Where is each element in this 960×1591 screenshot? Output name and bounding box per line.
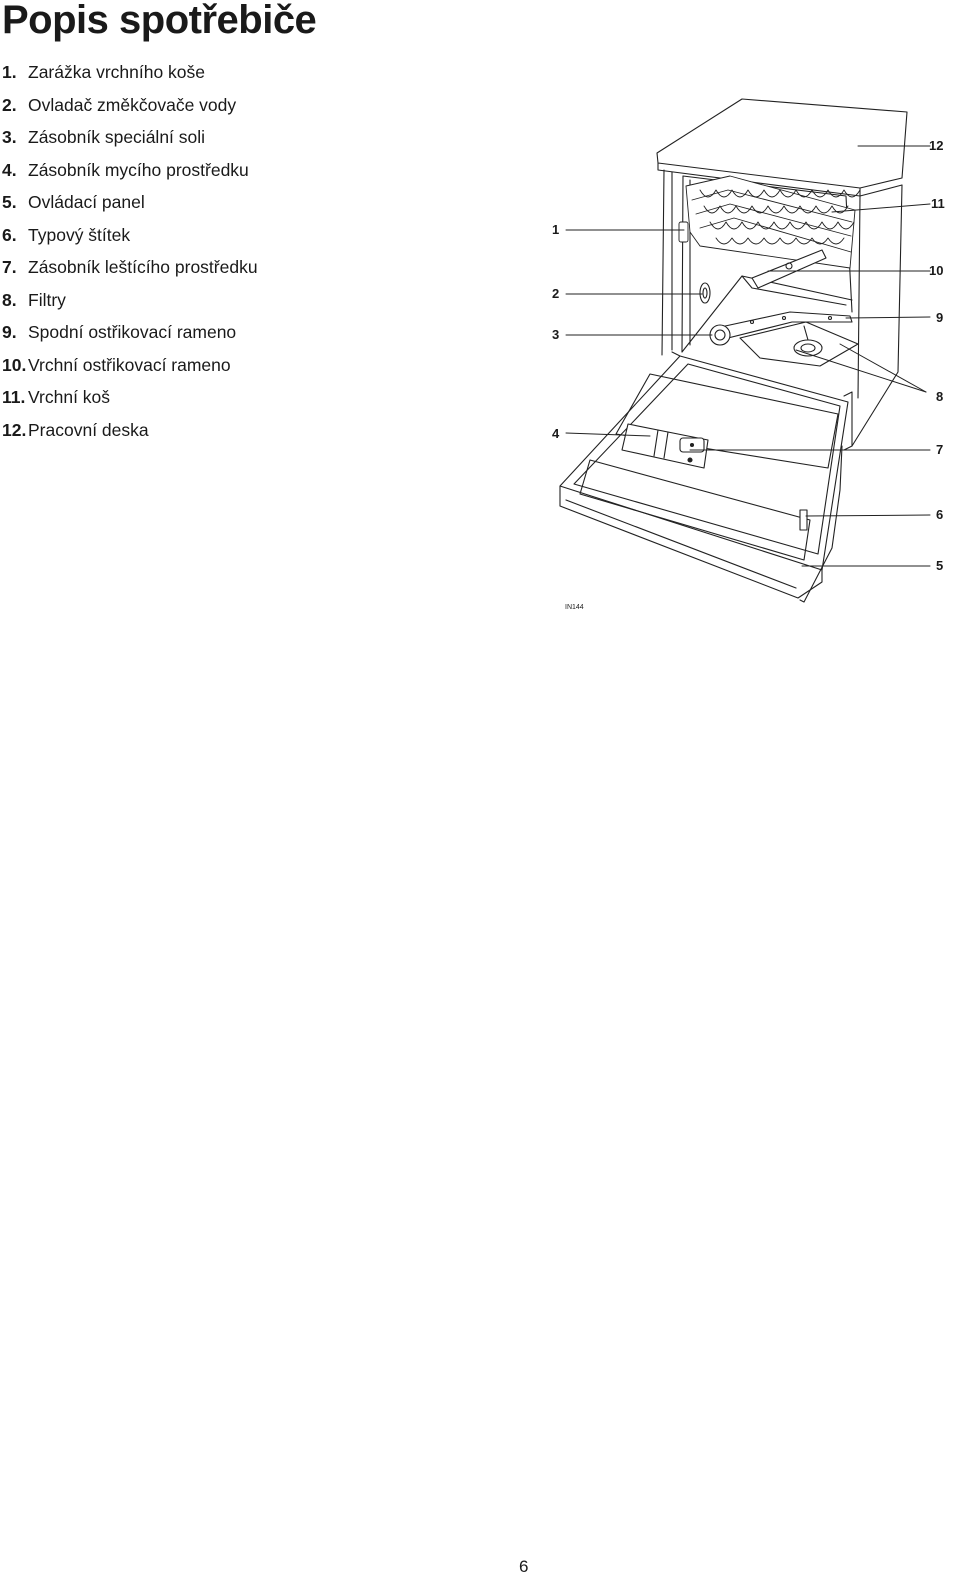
item-label: Vrchní koš xyxy=(28,387,111,407)
list-item: 10.Vrchní ostřikovací rameno xyxy=(2,349,258,382)
item-number: 7. xyxy=(2,257,17,277)
callout-2: 2 xyxy=(552,286,560,301)
item-label: Zásobník leštícího prostředku xyxy=(28,257,258,277)
item-number: 11. xyxy=(2,387,26,407)
list-item: 11.Vrchní koš xyxy=(2,381,258,414)
callout-3: 3 xyxy=(552,327,560,342)
item-label: Zásobník speciální soli xyxy=(28,127,206,147)
lower-spray-arm xyxy=(709,311,853,346)
callout-11: 11 xyxy=(931,196,945,211)
figure-code: IN144 xyxy=(565,604,584,611)
list-item: 8. Filtry xyxy=(2,284,258,317)
page-title: Popis spotřebiče xyxy=(2,0,317,42)
cabinet xyxy=(661,169,903,447)
list-item: 5. Ovládací panel xyxy=(2,186,258,219)
item-number: 3. xyxy=(2,127,17,147)
upper-spray-arm xyxy=(751,249,827,289)
filters xyxy=(739,321,859,367)
page-number: 6 xyxy=(519,1557,529,1576)
item-label: Typový štítek xyxy=(28,224,131,245)
list-item: 3. Zásobník speciální soli xyxy=(2,121,258,154)
list-item: 6. Typový štítek xyxy=(2,219,258,252)
list-item: 12.Pracovní deska xyxy=(2,414,258,447)
item-label: Pracovní deska xyxy=(28,419,149,440)
item-number: 12. xyxy=(2,419,27,440)
callout-1: 1 xyxy=(552,222,560,237)
item-number: 10. xyxy=(2,354,27,375)
parts-list: 1. Zarážka vrchního koše 2. Ovladač změkčo… xyxy=(2,56,258,446)
list-item: 9. Spodní ostřikovací rameno xyxy=(2,316,258,349)
list-item: 1. Zarážka vrchního koše xyxy=(2,56,258,89)
leader-lines xyxy=(565,145,931,567)
list-item: 2. Ovladač změkčovače vody xyxy=(2,89,258,122)
list-item: 7. Zásobník leštícího prostředku xyxy=(2,251,258,284)
item-label: Spodní ostřikovací rameno xyxy=(28,322,237,342)
water-softener-dial xyxy=(699,282,711,304)
upper-basket xyxy=(678,175,861,269)
callout-5: 5 xyxy=(936,558,944,573)
item-number: 6. xyxy=(2,224,17,245)
callout-6: 6 xyxy=(936,507,944,522)
detergent-dispenser xyxy=(621,423,709,469)
item-label: Zarážka vrchního koše xyxy=(28,62,206,82)
callout-10: 10 xyxy=(929,263,944,278)
item-number: 4. xyxy=(2,159,17,180)
item-number: 5. xyxy=(2,192,17,212)
item-label: Vrchní ostřikovací rameno xyxy=(28,354,231,375)
item-label: Filtry xyxy=(28,289,66,310)
item-label: Ovladač změkčovače vody xyxy=(28,94,237,115)
item-number: 9. xyxy=(2,322,17,342)
callout-8: 8 xyxy=(936,389,944,404)
callout-4: 4 xyxy=(552,426,560,441)
callout-9: 9 xyxy=(936,310,944,325)
list-item: 4. Zásobník mycího prostředku xyxy=(2,154,258,187)
item-number: 2. xyxy=(2,94,17,115)
callout-12: 12 xyxy=(929,138,944,153)
item-label: Zásobník mycího prostředku xyxy=(28,159,249,180)
item-label: Ovládací panel xyxy=(28,192,145,212)
callout-7: 7 xyxy=(936,442,944,457)
worktop xyxy=(656,98,908,197)
dishwasher-diagram xyxy=(559,98,931,603)
door xyxy=(559,355,849,603)
item-number: 1. xyxy=(2,62,17,82)
item-number: 8. xyxy=(2,289,17,310)
